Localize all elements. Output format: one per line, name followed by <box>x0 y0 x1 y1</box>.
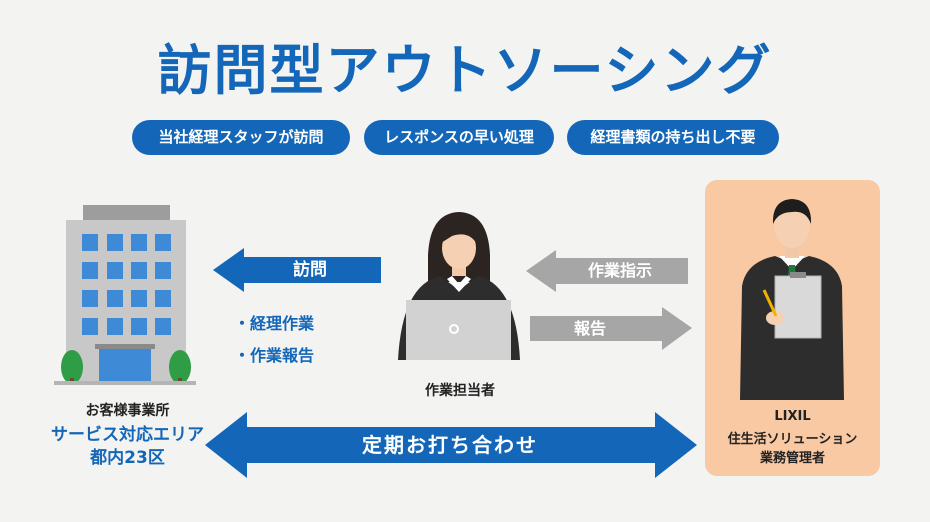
report-label: 報告 <box>573 319 606 338</box>
manager-role-label: 業務管理者 <box>759 451 825 466</box>
visit-arrow-label: 訪問 <box>293 260 327 280</box>
manager-division-label: 住生活ソリューション <box>727 432 858 447</box>
feature-pill-no-takeout: 経理書類の持ち出し不要 <box>567 120 779 155</box>
staff-person-icon <box>398 212 520 360</box>
task-accounting: ・経理作業 <box>234 314 315 333</box>
report-arrow <box>530 307 692 350</box>
office-building-icon <box>54 205 196 385</box>
staff-label: 作業担当者 <box>425 383 495 399</box>
work-instruction-arrow <box>526 250 688 292</box>
manager-person-icon <box>740 199 844 400</box>
service-area-label: サービス対応エリア <box>51 425 204 445</box>
visit-arrow <box>213 248 381 292</box>
client-office-label: お客様事業所 <box>85 403 170 419</box>
manager-company-label: LIXIL <box>774 409 811 424</box>
feature-pill-visit: 当社経理スタッフが訪問 <box>132 120 350 155</box>
meeting-double-arrow <box>205 412 697 478</box>
page-title: 訪問型アウトソーシング <box>157 39 773 102</box>
meeting-label: 定期お打ち合わせ <box>362 433 538 457</box>
task-report: ・作業報告 <box>234 346 315 365</box>
work-instruction-label: 作業指示 <box>587 261 652 280</box>
service-area-value: 都内23区 <box>90 448 165 468</box>
feature-pill-response: レスポンスの早い処理 <box>364 120 554 155</box>
